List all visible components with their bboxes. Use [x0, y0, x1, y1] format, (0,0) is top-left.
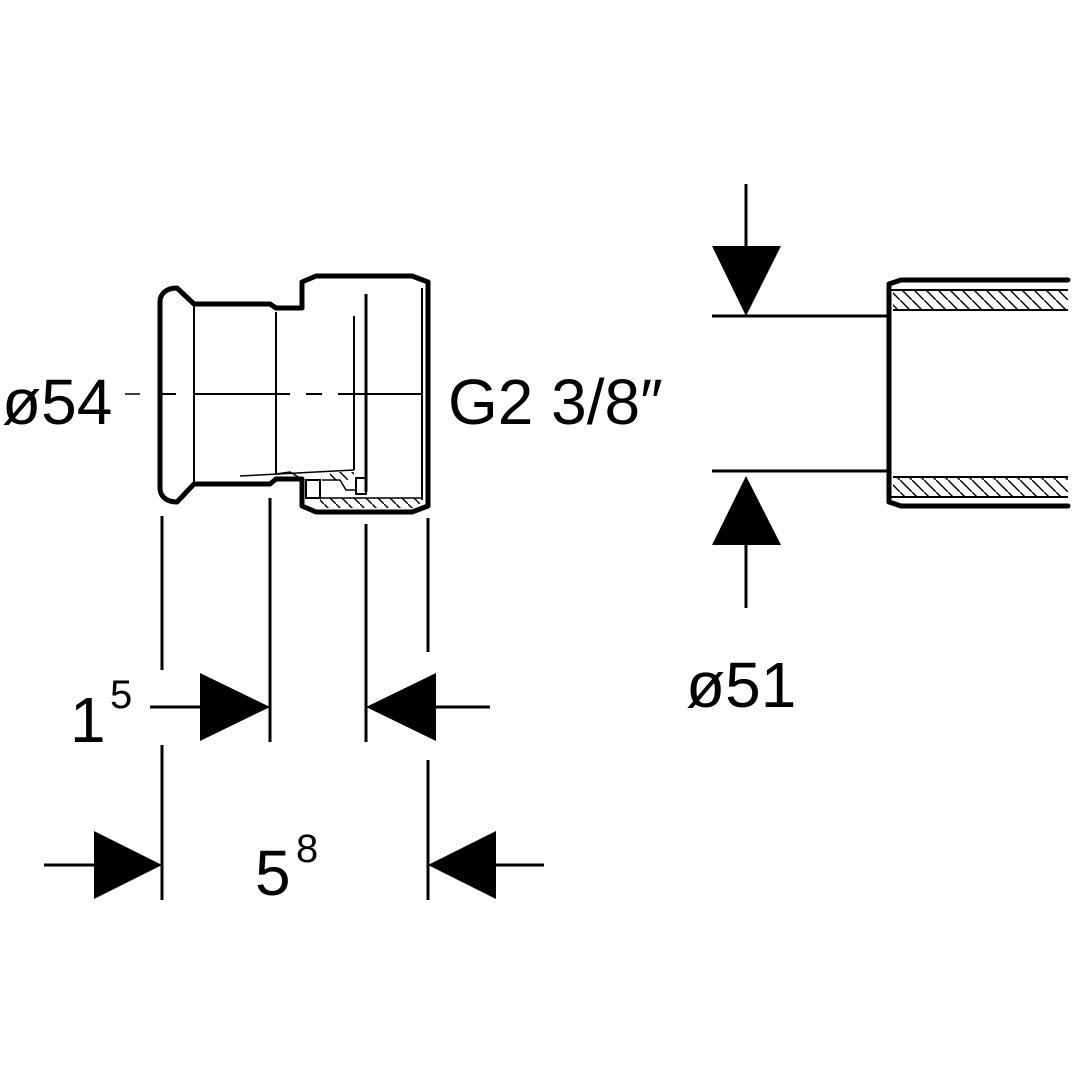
- arrow-left: [366, 673, 436, 741]
- pipe-bottom-outer: [886, 499, 1071, 509]
- pipe-bottom-hatch: [893, 478, 1068, 497]
- dim-total-value: 5: [255, 837, 291, 909]
- arrow-left: [428, 831, 496, 899]
- inner-diameter-label: ø51: [686, 649, 796, 721]
- dim-short-superscript: 5: [110, 673, 132, 717]
- arrow-up: [712, 476, 781, 545]
- seal-groove: [275, 471, 301, 479]
- seal-line: [239, 469, 355, 477]
- seal-hatch: [330, 472, 354, 480]
- dimension-short: 1 5: [70, 498, 490, 756]
- pipe-top-outer: [886, 277, 1071, 287]
- fitting-outline: [157, 273, 431, 515]
- oring-section: [305, 479, 321, 499]
- dim-total-superscript: 8: [296, 827, 318, 871]
- arrow-down: [712, 246, 781, 316]
- dimension-total: 5 8: [44, 745, 544, 909]
- fitting-side-view: [125, 273, 431, 515]
- thread-label: G2 3/8″: [448, 366, 663, 438]
- pipe-section-view: [712, 184, 1071, 608]
- seat-contour: [322, 479, 356, 491]
- stop-section: [355, 477, 367, 495]
- dim-short-value: 1: [70, 684, 106, 756]
- fitting-wall-hatch: [320, 498, 420, 508]
- arrow-right: [200, 673, 270, 741]
- arrow-right: [94, 831, 162, 899]
- outer-diameter-label: ø54: [2, 366, 112, 438]
- pipe-top-hatch: [893, 290, 1068, 309]
